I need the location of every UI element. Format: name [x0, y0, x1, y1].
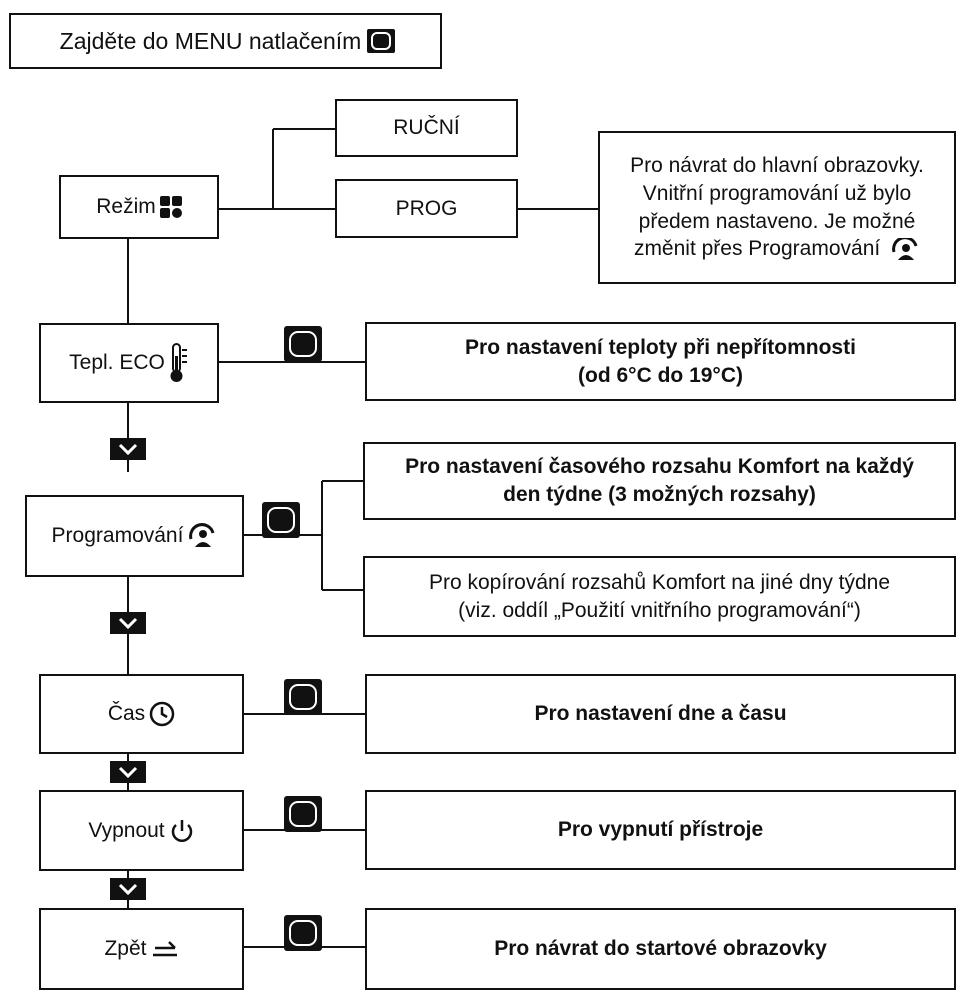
menu-item-label: Režim — [96, 195, 156, 219]
description-line: (viz. oddíl „Použití vnitřního programov… — [458, 598, 861, 622]
menu-item-label: Tepl. ECO — [69, 351, 165, 375]
description-programovani-2: Pro kopírování rozsahů Komfort na jiné d… — [363, 556, 956, 637]
description-line: Pro návrat do startové obrazovky — [494, 937, 827, 961]
menu-item-label: Zpět — [104, 937, 147, 961]
description-programovani-1: Pro nastavení časového rozsahu Komfort n… — [363, 442, 956, 520]
programming-icon — [189, 523, 215, 547]
clock-icon — [149, 701, 175, 727]
prog-note-box: Pro návrat do hlavní obrazovky. Vnitřní … — [598, 131, 956, 284]
description-line: den týdne (3 možných rozsahy) — [503, 483, 816, 506]
chevron-down-icon — [110, 761, 146, 783]
description-line: Pro nastavení dne a času — [534, 702, 787, 726]
description-line: Pro kopírování rozsahů Komfort na jiné d… — [428, 570, 891, 594]
chevron-down-icon — [110, 612, 146, 634]
programming-icon — [892, 237, 918, 260]
option-prog[interactable]: PROG — [335, 179, 518, 238]
menu-item-programovani[interactable]: Programování — [25, 495, 244, 577]
description-vypnout: Pro vypnutí přístroje — [365, 790, 956, 870]
thermometer-icon — [170, 343, 187, 382]
back-icon — [152, 941, 177, 957]
chevron-down-icon — [110, 878, 146, 900]
ok-button-icon — [284, 796, 322, 832]
menu-item-zpet[interactable]: Zpět — [39, 908, 244, 990]
menu-instruction-box: Zajděte do MENU natlačením — [9, 13, 442, 69]
description-line: Pro nastavení časového rozsahu Komfort n… — [405, 455, 914, 479]
ok-button-icon — [367, 29, 396, 53]
description-line: Pro vypnutí přístroje — [557, 818, 764, 842]
ok-button-icon — [284, 915, 322, 951]
menu-item-cas[interactable]: Čas — [39, 674, 244, 754]
option-rucni[interactable]: RUČNÍ — [335, 99, 518, 157]
prog-note-line: změnit přes Programování — [633, 237, 881, 261]
chevron-down-icon — [110, 438, 146, 460]
description-line: (od 6°C do 19°C) — [578, 363, 743, 387]
description-cas: Pro nastavení dne a času — [365, 674, 956, 754]
ok-button-icon — [284, 326, 322, 362]
description-tepl-eco: Pro nastavení teploty při nepřítomnosti … — [365, 322, 956, 401]
description-zpet: Pro návrat do startové obrazovky — [365, 908, 956, 990]
menu-item-tepl-eco[interactable]: Tepl. ECO — [39, 323, 219, 403]
option-label: RUČNÍ — [393, 116, 460, 140]
menu-item-label: Vypnout — [88, 818, 165, 842]
prog-note-line: Pro návrat do hlavní obrazovky. — [630, 154, 924, 178]
menu-item-rezim[interactable]: Režim — [59, 175, 219, 239]
mode-grid-icon — [159, 196, 182, 218]
prog-note-last-line: změnit přes Programování — [634, 235, 920, 263]
menu-item-label: Programování — [51, 524, 184, 548]
prog-note-line: Vnitřní programování už bylo — [642, 181, 912, 205]
ok-button-icon — [262, 502, 300, 538]
menu-instruction-text: Zajděte do MENU natlačením — [59, 27, 362, 54]
description-line: Pro nastavení teploty při nepřítomnosti — [465, 335, 856, 359]
menu-item-label: Čas — [107, 702, 146, 726]
menu-item-vypnout[interactable]: Vypnout — [39, 790, 244, 871]
prog-note-line: předem nastaveno. Je možné — [638, 209, 916, 233]
ok-button-icon — [284, 679, 322, 715]
power-icon — [171, 819, 192, 842]
option-label: PROG — [395, 196, 458, 220]
